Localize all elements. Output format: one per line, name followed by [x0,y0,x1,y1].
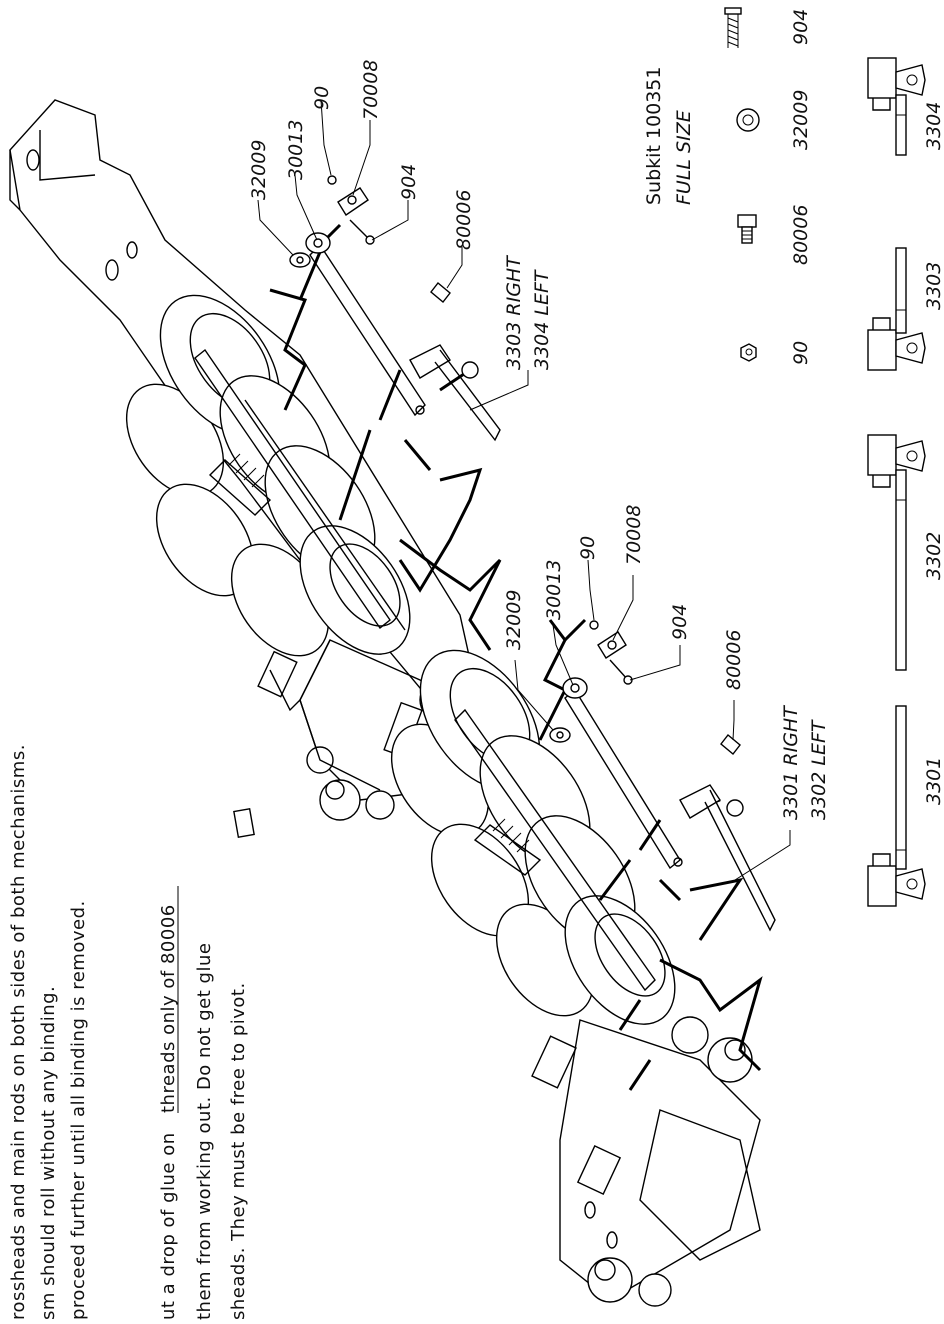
lower-label-904: 904 [669,604,691,640]
screw-904-icon [724,7,742,48]
nut-90-icon [740,343,757,362]
upper-washer-32009 [289,252,311,268]
lower-label-3302-left: 3302 LEFT [808,719,830,820]
subkit-part-904: 904 [790,9,812,45]
upper-exploded-parts: 32009 30013 90 70008 904 80006 3303 RIGH… [248,60,553,651]
instruction-line-3: proceed further until all binding is rem… [68,900,89,1320]
upper-main-rod-30013 [305,232,331,254]
upper-label-32009: 32009 [248,140,270,200]
lower-label-32009: 32009 [503,590,525,650]
lower-exploded-parts: 32009 30013 90 70008 904 80006 3301 RIGH… [503,505,830,1091]
guide-label-3302: 3302 [923,532,944,580]
crosshead-guide-parts: 3301 3302 3303 3304 [867,57,944,907]
upper-crosshead-70008 [337,187,369,216]
guide-label-3303: 3303 [923,262,944,310]
lower-mechanism [299,639,761,1307]
instruction-line-4a: ut a drop of glue on [158,1132,179,1320]
guide-3301 [867,705,926,907]
lower-label-3301-right: 3301 RIGHT [780,705,802,820]
washer-32009-icon [736,108,760,132]
upper-pin-80006 [430,281,451,304]
guide-3304 [867,57,926,156]
assembly-instructions: rossheads and main rods on both sides of… [8,744,249,1320]
instruction-line-1: rossheads and main rods on both sides of… [8,744,29,1320]
subkit-panel: Subkit 100351 FULL SIZE 90 80006 32009 9… [643,7,812,365]
lower-label-70008: 70008 [623,505,645,565]
guide-3302 [867,434,926,671]
upper-screw-904 [349,219,371,241]
subkit-subtitle: FULL SIZE [673,110,695,205]
upper-mechanism [9,99,471,839]
lower-pin-80006 [720,733,741,756]
subkit-title: Subkit 100351 [643,67,665,205]
subkit-part-80006: 80006 [790,205,812,265]
lower-nut-90 [589,620,599,630]
upper-label-904: 904 [398,164,420,200]
upper-label-70008: 70008 [360,60,382,120]
lower-main-rod-30013 [562,677,588,699]
upper-nut-90 [327,175,337,185]
instruction-line-5: them from working out. Do not get glue [194,943,215,1320]
guide-3303 [867,247,926,371]
pin-80006-icon [737,214,757,244]
upper-label-80006: 80006 [453,190,475,250]
subkit-part-32009: 32009 [790,90,812,150]
upper-label-30013: 30013 [285,120,307,180]
instruction-line-6: sheads. They must be free to pivot. [228,982,249,1320]
upper-label-3304-left: 3304 LEFT [531,269,553,370]
subkit-part-90: 90 [790,341,812,365]
upper-label-90: 90 [311,86,333,110]
upper-driver-wheels [125,294,411,657]
upper-label-3303-right: 3303 RIGHT [503,255,525,370]
instruction-line-4b: threads only of 80006 [158,904,179,1113]
guide-label-3304: 3304 [923,102,944,150]
lower-washer-32009 [549,727,571,743]
lower-label-30013: 30013 [543,560,565,620]
lower-label-80006: 80006 [723,630,745,690]
lower-crosshead-70008 [597,631,627,659]
lower-label-90: 90 [577,536,599,560]
instruction-line-4: ut a drop of glue on threads only of 800… [158,886,179,1320]
guide-label-3301: 3301 [923,757,944,805]
instruction-line-2: sm should roll without any binding. [38,986,59,1320]
